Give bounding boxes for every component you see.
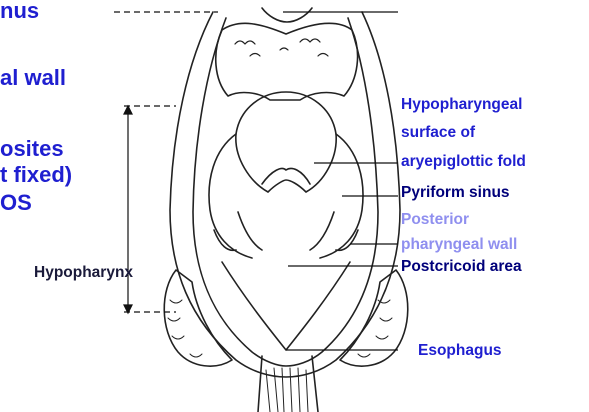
pharynx-inner-lining xyxy=(193,18,378,366)
tongue-base xyxy=(216,23,358,100)
bracket-arrow-up xyxy=(124,106,132,114)
arytenoid-right xyxy=(310,212,334,250)
aryepiglottic-fold-left xyxy=(209,134,252,258)
left-text-line-4: t fixed) xyxy=(0,164,72,186)
left-text-line-1: nus xyxy=(0,0,39,22)
label-postcricoid-area: Postcricoid area xyxy=(401,259,522,275)
arytenoid-left xyxy=(238,212,262,250)
esophagus-striations xyxy=(266,368,308,412)
left-text-line-3: osites xyxy=(0,138,64,160)
left-text-line-5: OS xyxy=(0,192,32,214)
label-posterior-wall-2: pharyngeal wall xyxy=(401,237,517,253)
postcricoid-funnel xyxy=(222,262,350,350)
label-posterior-wall-1: Posterior xyxy=(401,212,469,228)
epiglottis xyxy=(236,92,336,192)
label-hypopharyngeal-1: Hypopharyngeal xyxy=(401,97,522,113)
lingual-bumps xyxy=(235,39,328,56)
label-esophagus: Esophagus xyxy=(418,343,502,359)
label-hypopharyngeal-3: aryepiglottic fold xyxy=(401,154,526,170)
left-text-line-2: al wall xyxy=(0,67,66,89)
label-pyriform-sinus: Pyriform sinus xyxy=(401,185,510,201)
epiglottis-tip xyxy=(262,169,310,184)
thyroid-texture xyxy=(168,300,392,357)
top-notch xyxy=(262,8,312,22)
label-hypopharynx: Hypopharynx xyxy=(34,265,133,281)
label-hypopharyngeal-2: surface of xyxy=(401,125,475,141)
